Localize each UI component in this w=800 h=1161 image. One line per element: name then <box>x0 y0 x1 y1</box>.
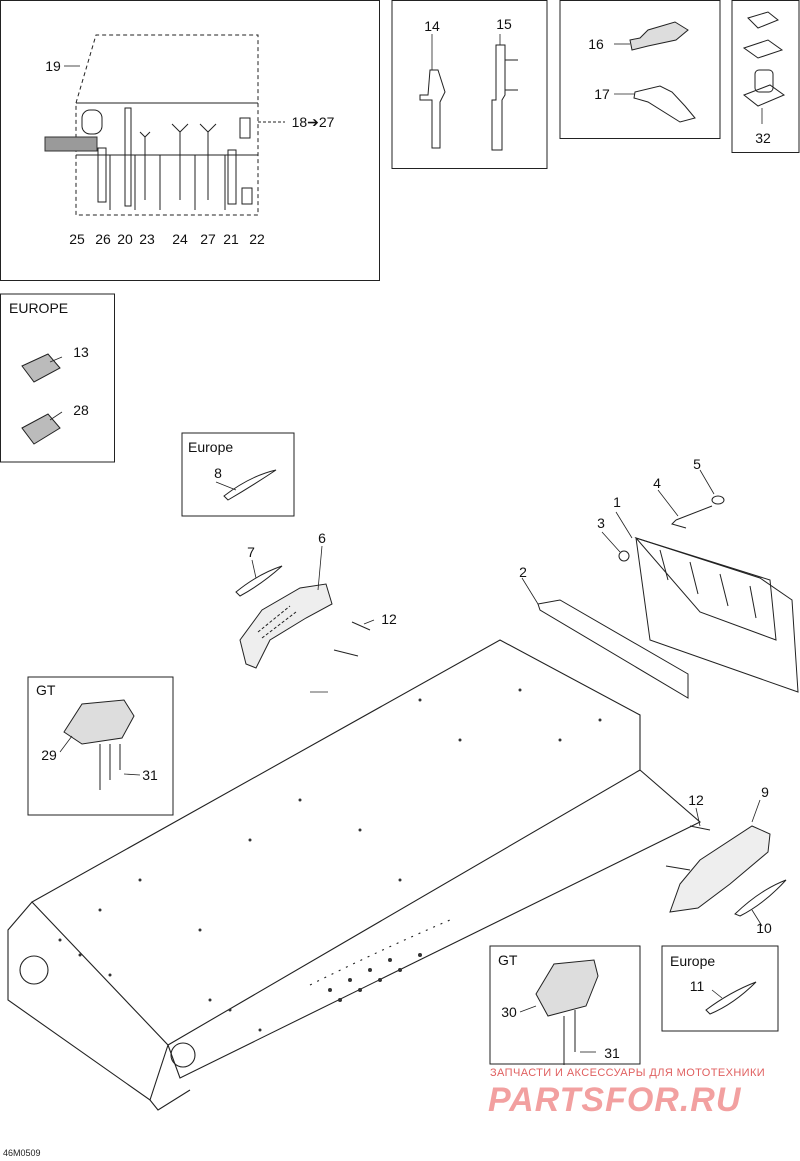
tool-kit-pouch <box>44 34 285 216</box>
europe-bottom-title: Europe <box>670 953 716 969</box>
callout-29[interactable]: 29 <box>41 747 57 763</box>
leader-lines <box>49 34 763 1053</box>
pin-4 <box>671 505 713 529</box>
callout-31-left[interactable]: 31 <box>142 767 158 783</box>
callout-3[interactable]: 3 <box>597 515 605 531</box>
callout-31-bottom[interactable]: 31 <box>604 1045 620 1061</box>
reflector-strip-7 <box>235 565 283 597</box>
mount-32 <box>742 11 786 107</box>
callout-21[interactable]: 21 <box>223 231 239 247</box>
callout-8[interactable]: 8 <box>214 465 222 481</box>
gt-left-title: GT <box>36 682 56 698</box>
footrest-9 <box>669 825 771 913</box>
washer-3 <box>618 550 630 562</box>
callout-2[interactable]: 2 <box>519 564 527 580</box>
callout-12-top[interactable]: 12 <box>381 611 397 627</box>
bracket-14 <box>419 69 446 149</box>
reflector-13 <box>21 353 61 383</box>
callout-16[interactable]: 16 <box>588 36 604 52</box>
toolkit-frame <box>0 0 380 281</box>
callout-28[interactable]: 28 <box>73 402 89 418</box>
callout-26[interactable]: 26 <box>95 231 111 247</box>
tunnel-body <box>7 639 701 1111</box>
europe-reflectors-frame <box>0 293 115 463</box>
callout-12-right[interactable]: 12 <box>688 792 704 808</box>
rail-2 <box>537 599 689 699</box>
watermark-brand: PARTSFOR.RU <box>488 1081 742 1119</box>
gt-left-frame <box>27 676 174 816</box>
callout-13[interactable]: 13 <box>73 344 89 360</box>
callout-27[interactable]: 27 <box>200 231 216 247</box>
clip-16 <box>629 21 689 51</box>
reflector-strip-10 <box>734 879 787 917</box>
reflector-28 <box>21 413 61 445</box>
callout-9[interactable]: 9 <box>761 784 769 800</box>
brackets-frame <box>391 0 548 169</box>
callout-11[interactable]: 11 <box>689 978 705 994</box>
callout-18-27[interactable]: 18➔27 <box>291 114 335 130</box>
mount-frame <box>731 0 800 153</box>
callout-30[interactable]: 30 <box>501 1004 517 1020</box>
reflector-strip-8 <box>223 469 277 501</box>
clip-17 <box>633 85 696 123</box>
callout-25[interactable]: 25 <box>69 231 85 247</box>
bracket-15 <box>491 44 518 151</box>
callout-10[interactable]: 10 <box>756 920 772 936</box>
callout-6[interactable]: 6 <box>318 530 326 546</box>
europe-reflectors-title: EUROPE <box>9 300 69 316</box>
callout-19[interactable]: 19 <box>45 58 61 74</box>
tunnel-holes <box>58 688 602 1032</box>
callout-4[interactable]: 4 <box>653 475 661 491</box>
callout-15[interactable]: 15 <box>496 16 512 32</box>
callout-22[interactable]: 22 <box>249 231 265 247</box>
gt-bottom-title: GT <box>498 952 518 968</box>
europe-bottom-frame <box>661 945 779 1032</box>
reflector-strip-11 <box>705 981 757 1015</box>
screws-31 <box>99 744 576 1065</box>
europe-top-title: Europe <box>188 439 234 455</box>
callout-20[interactable]: 20 <box>117 231 133 247</box>
step-plate-29 <box>63 699 135 745</box>
callout-24[interactable]: 24 <box>172 231 188 247</box>
europe-top-frame <box>181 432 295 517</box>
clip-frame <box>559 0 721 139</box>
callout-7[interactable]: 7 <box>247 544 255 560</box>
side-handle-6 <box>239 583 333 669</box>
callout-5[interactable]: 5 <box>693 456 701 472</box>
callout-1[interactable]: 1 <box>613 494 621 510</box>
rear-flap-1 <box>634 536 799 693</box>
diagram-code: 46M0509 <box>3 1148 41 1158</box>
ring-5 <box>711 495 725 505</box>
callout-14[interactable]: 14 <box>424 18 440 34</box>
callout-32[interactable]: 32 <box>755 130 771 146</box>
screws-12-top <box>333 621 371 657</box>
watermark-caption: ЗАПЧАСТИ И АКСЕССУАРЫ ДЛЯ МОТОТЕХНИКИ <box>490 1067 766 1079</box>
callout-23[interactable]: 23 <box>139 231 155 247</box>
gt-bottom-frame <box>489 945 641 1065</box>
callout-17[interactable]: 17 <box>594 86 610 102</box>
step-plate-30 <box>535 959 599 1017</box>
screws-12-right <box>665 825 711 871</box>
